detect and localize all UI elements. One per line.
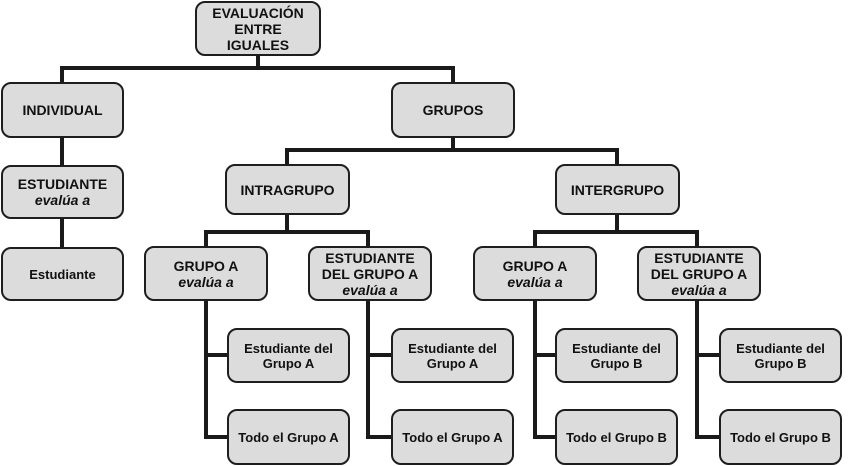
leaf6-label: Todo el Grupo B [566, 429, 667, 445]
intragrupo-label: INTRAGRUPO [240, 181, 335, 198]
estudiante-evalua-line1: ESTUDIANTE [17, 176, 108, 192]
leaf7-line2: Grupo B [754, 355, 807, 371]
inter-grupo-a-line2: evalúa a [507, 273, 563, 290]
estudiante-label: Estudiante [29, 266, 96, 282]
leaf5-line2: Grupo B [590, 355, 643, 371]
leaf1-line1: Estudiante del [244, 340, 333, 356]
intragrupo-node: INTRAGRUPO [225, 164, 350, 215]
leaf-todo-grupo-b-2: Todo el Grupo B [719, 409, 842, 465]
intra-est-line2: DEL GRUPO A [321, 265, 419, 282]
intra-estudiante-grupo-a-node: ESTUDIANTE DEL GRUPO A evalúa a [308, 246, 432, 301]
root-line2: ENTRE [234, 20, 282, 37]
inter-grupo-a-line1: GRUPO A [502, 257, 568, 274]
intra-est-line1: ESTUDIANTE [325, 249, 415, 266]
grupos-node: GRUPOS [391, 82, 515, 138]
inter-grupo-a-node: GRUPO A evalúa a [473, 246, 597, 301]
root-line1: EVALUACIÓN [212, 4, 304, 21]
intra-grupo-a-node: GRUPO A evalúa a [144, 246, 268, 301]
leaf-todo-grupo-b-1: Todo el Grupo B [555, 409, 678, 465]
inter-est-line2: DEL GRUPO A [650, 265, 748, 282]
intra-est-line3: evalúa a [342, 281, 398, 298]
inter-est-line1: ESTUDIANTE [654, 249, 744, 266]
leaf2-label: Todo el Grupo A [238, 429, 339, 445]
leaf-todo-grupo-a-1: Todo el Grupo A [227, 409, 350, 465]
leaf1-line2: Grupo A [262, 355, 315, 371]
intra-grupo-a-line2: evalúa a [178, 273, 234, 290]
root-line3: IGUALES [226, 36, 290, 53]
intergrupo-label: INTERGRUPO [570, 181, 665, 198]
leaf-estudiante-grupo-a-2: Estudiante del Grupo A [391, 328, 514, 383]
individual-node: INDIVIDUAL [1, 82, 124, 138]
leaf-estudiante-grupo-b-2: Estudiante del Grupo B [719, 328, 842, 383]
root-node: EVALUACIÓN ENTRE IGUALES [195, 1, 321, 56]
leaf-estudiante-grupo-a-1: Estudiante del Grupo A [227, 328, 350, 383]
leaf7-line1: Estudiante del [736, 340, 825, 356]
intra-grupo-a-line1: GRUPO A [173, 257, 239, 274]
individual-label: INDIVIDUAL [22, 102, 103, 118]
leaf8-label: Todo el Grupo B [730, 429, 831, 445]
estudiante-node: Estudiante [1, 247, 124, 301]
leaf4-label: Todo el Grupo A [402, 429, 503, 445]
estudiante-evalua-node: ESTUDIANTE evalúa a [1, 165, 124, 219]
leaf3-line2: Grupo A [426, 355, 479, 371]
inter-estudiante-grupo-a-node: ESTUDIANTE DEL GRUPO A evalúa a [637, 246, 761, 301]
estudiante-evalua-line2: evalúa a [34, 192, 91, 208]
leaf-todo-grupo-a-2: Todo el Grupo A [391, 409, 514, 465]
grupos-label: GRUPOS [422, 102, 484, 118]
inter-est-line3: evalúa a [671, 281, 727, 298]
leaf-estudiante-grupo-b-1: Estudiante del Grupo B [555, 328, 678, 383]
leaf3-line1: Estudiante del [408, 340, 497, 356]
leaf5-line1: Estudiante del [572, 340, 661, 356]
intergrupo-node: INTERGRUPO [555, 164, 680, 215]
